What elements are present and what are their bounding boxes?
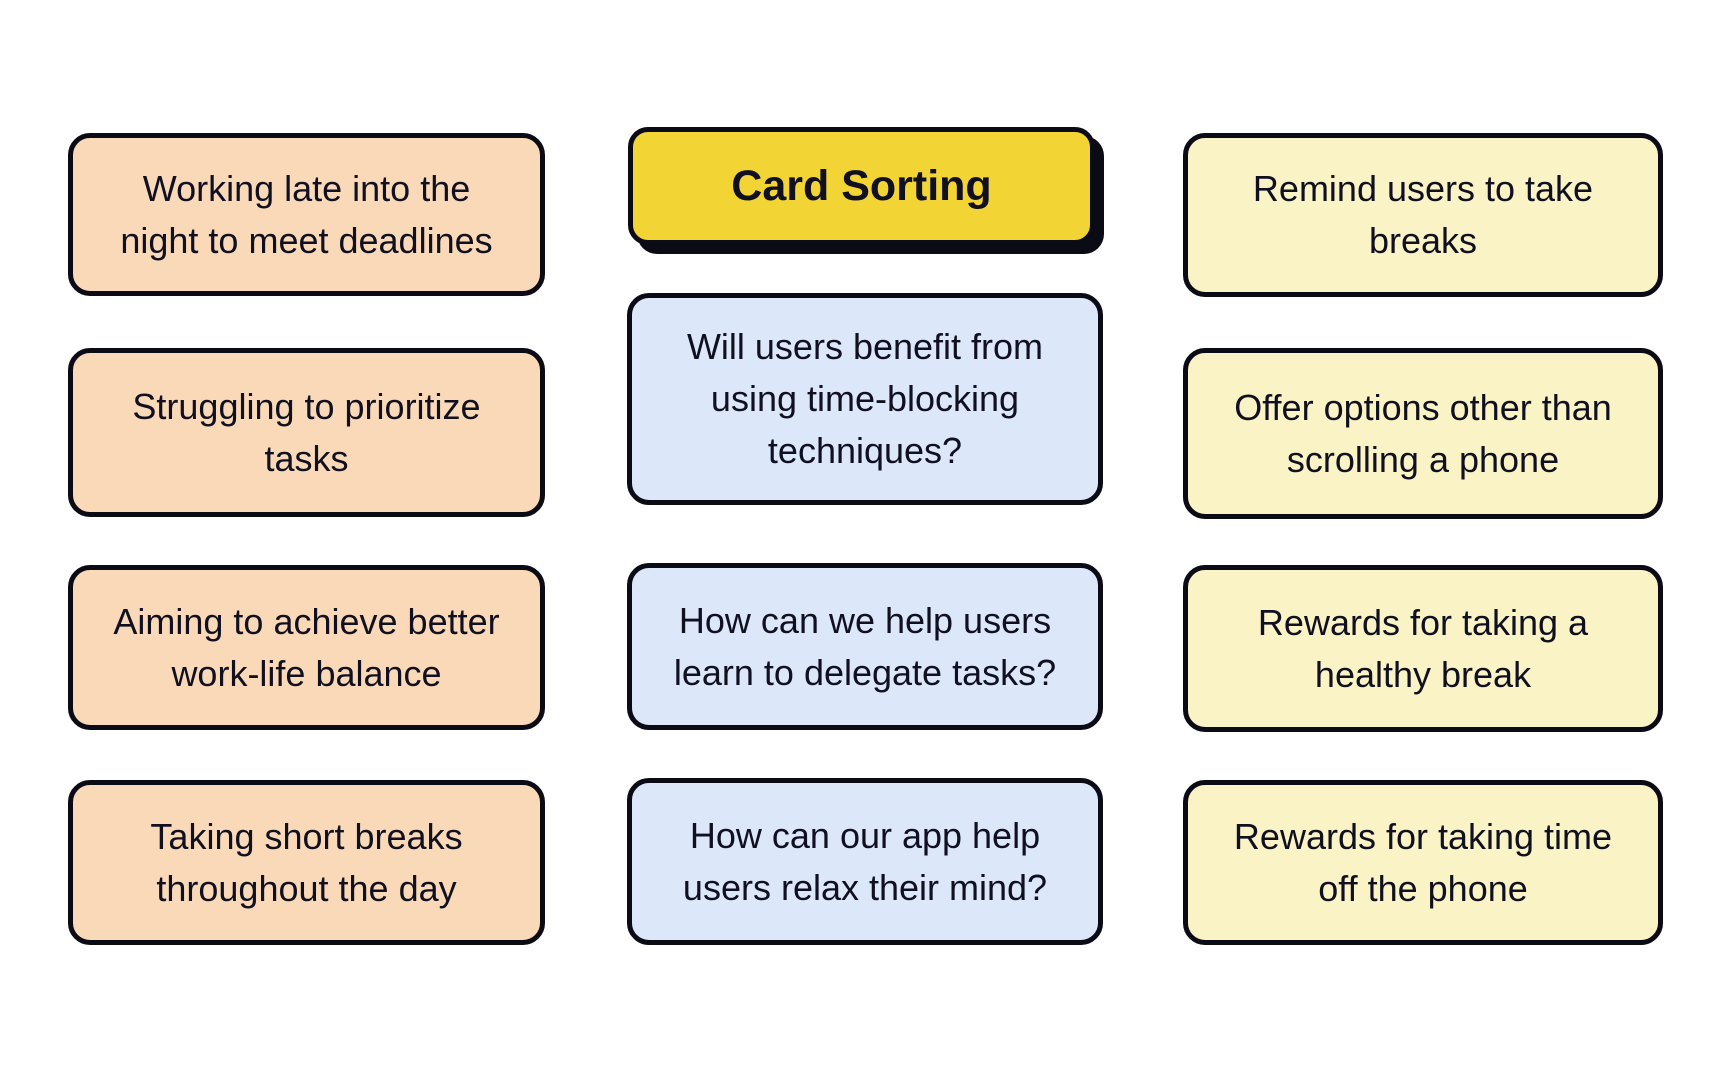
card-text: Aiming to achieve better work-life balan… [113,600,500,694]
card-offer-options[interactable]: Offer options other than scrolling a pho… [1183,348,1663,519]
card-working-late[interactable]: Working late into the night to meet dead… [68,133,545,296]
card-text: Remind users to take breaks [1252,168,1594,261]
card-text: Rewards for taking a healthy break [1257,601,1589,695]
card-reward-time-off[interactable]: Rewards for taking time off the phone [1183,780,1663,945]
card-text: Struggling to prioritize tasks [132,385,481,479]
card-text: How can our app help users relax their m… [682,814,1048,908]
card-remind-breaks[interactable]: Remind users to take breaks [1183,133,1663,297]
card-text: Working late into the night to meet dead… [120,167,493,261]
card-text: Taking short breaks throughout the day [150,815,463,909]
card-prioritize-tasks[interactable]: Struggling to prioritize tasks [68,348,545,517]
card-delegate-tasks-question[interactable]: How can we help users learn to delegate … [627,563,1103,730]
card-text: Rewards for taking time off the phone [1233,815,1613,909]
card-short-breaks[interactable]: Taking short breaks throughout the day [68,780,545,945]
card-reward-healthy-break[interactable]: Rewards for taking a healthy break [1183,565,1663,732]
card-text: Offer options other than scrolling a pho… [1234,386,1612,480]
board-title-text: Card Sorting [731,162,992,210]
card-work-life-balance[interactable]: Aiming to achieve better work-life balan… [68,565,545,730]
card-relax-mind-question[interactable]: How can our app help users relax their m… [627,778,1103,945]
board-title-card[interactable]: Card Sorting [628,127,1095,245]
card-text: How can we help users learn to delegate … [673,599,1057,693]
card-text: Will users benefit from using time-block… [686,326,1044,471]
card-time-blocking-question[interactable]: Will users benefit from using time-block… [627,293,1103,505]
